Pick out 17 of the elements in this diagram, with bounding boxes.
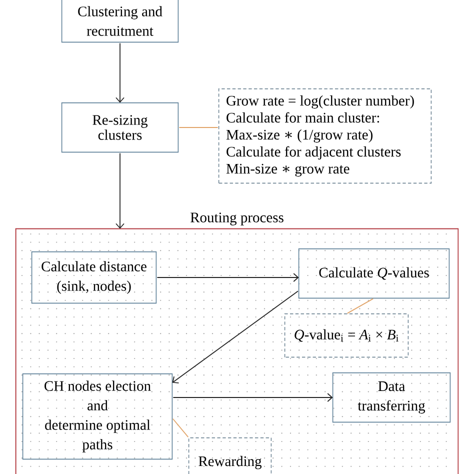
arrow [172,393,333,402]
connector-line [178,127,218,128]
connector-line [172,418,189,438]
note-box: Q-value$_{i}$ = A$_{i}$ × B$_{i}$ [284,313,409,358]
arrow [172,290,298,384]
process-box: Clustering and recruitment [61,0,179,43]
arrow [116,42,124,103]
note-box: Grow rate = log(cluster number) Calculate for main cluster: Max-size ∗ (1/grow rate) Calculate for adjacent clusters Min-size ∗ grow rate [218,88,432,184]
node-label: Routing process [190,212,284,226]
process-box: Data transferring [332,372,451,423]
process-box: CH nodes election and determine optimal paths [22,373,173,460]
process-box: Calculate distance (sink, nodes) [31,251,157,304]
process-box: Calculate Q-values [298,248,450,299]
process-box: Re-sizing clusters [61,102,179,153]
arrow [116,152,124,229]
arrow [156,273,299,282]
note-box: Rewarding [188,437,272,474]
